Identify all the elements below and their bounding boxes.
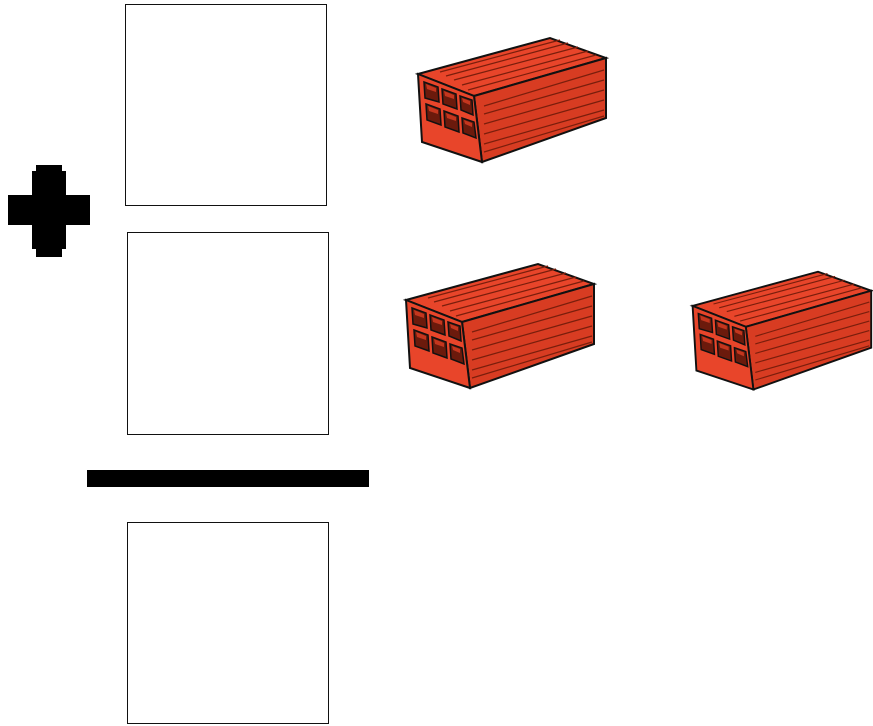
brick-icon [410,32,610,172]
brick-icon [398,258,598,398]
plus-icon [8,165,90,257]
sum-line [87,470,369,487]
brick-icon [685,266,873,406]
answer-box-second-addend[interactable] [127,232,329,435]
answer-box-first-addend[interactable] [125,4,327,206]
answer-box-sum[interactable] [127,522,329,724]
